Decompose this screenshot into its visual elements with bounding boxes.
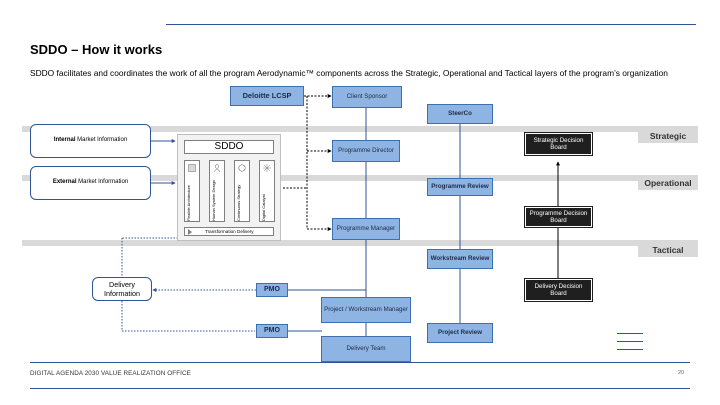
transformation-delivery-bar: Transformation Delivery (184, 227, 274, 236)
pillar-label: Digital Catalyst (261, 194, 266, 221)
slide-subtitle: SDDO facilitates and coordinates the wor… (30, 68, 668, 78)
programme-manager-box: Programme Manager (332, 218, 400, 240)
delivery-decision-board-box: Delivery Decision Board (524, 278, 593, 302)
header-rule (166, 24, 696, 25)
transformation-delivery-label: Transformation Delivery (205, 229, 254, 234)
pillar-digital-catalyst: Digital Catalyst (259, 160, 275, 222)
sddo-title: SDDO (184, 140, 274, 154)
pillar-continuous-strategy: Continuous Strategy (234, 160, 250, 222)
delivery-team-box: Delivery Team (321, 336, 411, 362)
steerco-box: SteerCo (427, 104, 493, 124)
decorative-line (617, 341, 643, 342)
sddo-panel: SDDO Flexible Architecture Human System … (177, 134, 281, 241)
delivery-information-box: Delivery Information (92, 277, 152, 301)
circle-icon (238, 164, 246, 172)
decorative-line (617, 333, 643, 334)
project-review-box: Project Review (427, 323, 493, 343)
internal-label-rest: Market Information (75, 137, 128, 144)
internal-label-bold: Internal (53, 137, 76, 144)
operational-band (22, 175, 698, 181)
page-number: 20 (678, 370, 685, 376)
footer-rule-bottom (30, 388, 690, 389)
strategic-decision-board-box: Strategic Decision Board (524, 132, 593, 156)
pillar-label: Flexible Architecture (186, 184, 191, 221)
internal-market-information: Internal Market Information (30, 124, 151, 158)
deloitte-lcsp-box: Deloitte LCSP (230, 86, 304, 106)
person-icon (213, 164, 221, 172)
client-sponsor-box: Client Sponsor (332, 86, 402, 108)
external-label-bold: External (52, 179, 77, 186)
layer-label-operational: Operational (638, 176, 698, 190)
footer-text: DIGITAL AGENDA 2030 VALUE REALIZATION OF… (30, 370, 191, 377)
grid-icon (188, 164, 196, 172)
programme-decision-board-box: Programme Decision Board (524, 206, 593, 228)
strategic-band (22, 126, 698, 132)
external-market-information: External Market Information (30, 166, 151, 200)
decorative-line (617, 349, 643, 350)
pillar-flexible-architecture: Flexible Architecture (184, 160, 200, 222)
spark-icon (263, 164, 271, 172)
programme-review-box: Programme Review (427, 178, 493, 196)
pillar-label: Continuous Strategy (236, 184, 241, 221)
pillar-human-system-design: Human System Design (209, 160, 225, 222)
pmo-box-1: PMO (256, 283, 288, 297)
programme-director-box: Programme Director (332, 140, 400, 162)
layer-label-strategic: Strategic (638, 129, 698, 143)
external-label-rest: Market Information (76, 179, 129, 186)
slide-title: SDDO – How it works (30, 42, 163, 57)
workstream-review-box: Workstream Review (427, 249, 493, 269)
play-icon (188, 229, 192, 235)
footer-rule-top (30, 362, 690, 363)
pmo-box-2: PMO (256, 324, 288, 338)
pillar-label: Human System Design (211, 180, 216, 221)
project-workstream-manager-box: Project / Workstream Manager (321, 297, 411, 323)
tactical-band (22, 240, 698, 246)
layer-label-tactical: Tactical (638, 243, 698, 257)
